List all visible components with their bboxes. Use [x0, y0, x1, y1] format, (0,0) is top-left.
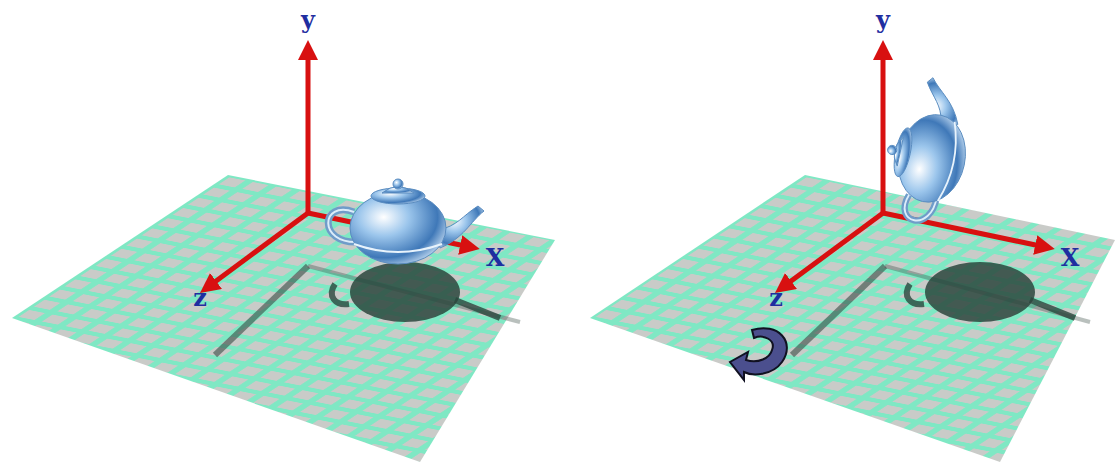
axis-label: X — [1061, 246, 1080, 270]
axis-shadow — [792, 266, 885, 355]
y-axis — [306, 50, 311, 213]
axis-shadow — [215, 266, 308, 355]
teapot — [874, 72, 980, 228]
floor-grid — [12, 175, 555, 462]
axis-label: y — [301, 8, 315, 32]
axis-label: z — [193, 286, 207, 310]
teapot-shadow — [332, 262, 500, 322]
axis-label: y — [876, 8, 890, 32]
z-axis — [783, 213, 883, 287]
floor-grid — [590, 175, 1115, 462]
axis-label: z — [769, 286, 783, 310]
rotation-arrow — [730, 328, 787, 380]
teapot-shadow — [907, 262, 1075, 322]
z-axis — [208, 213, 308, 287]
y-axis — [881, 50, 886, 213]
axis-label: X — [486, 246, 505, 270]
teapot — [328, 179, 484, 264]
